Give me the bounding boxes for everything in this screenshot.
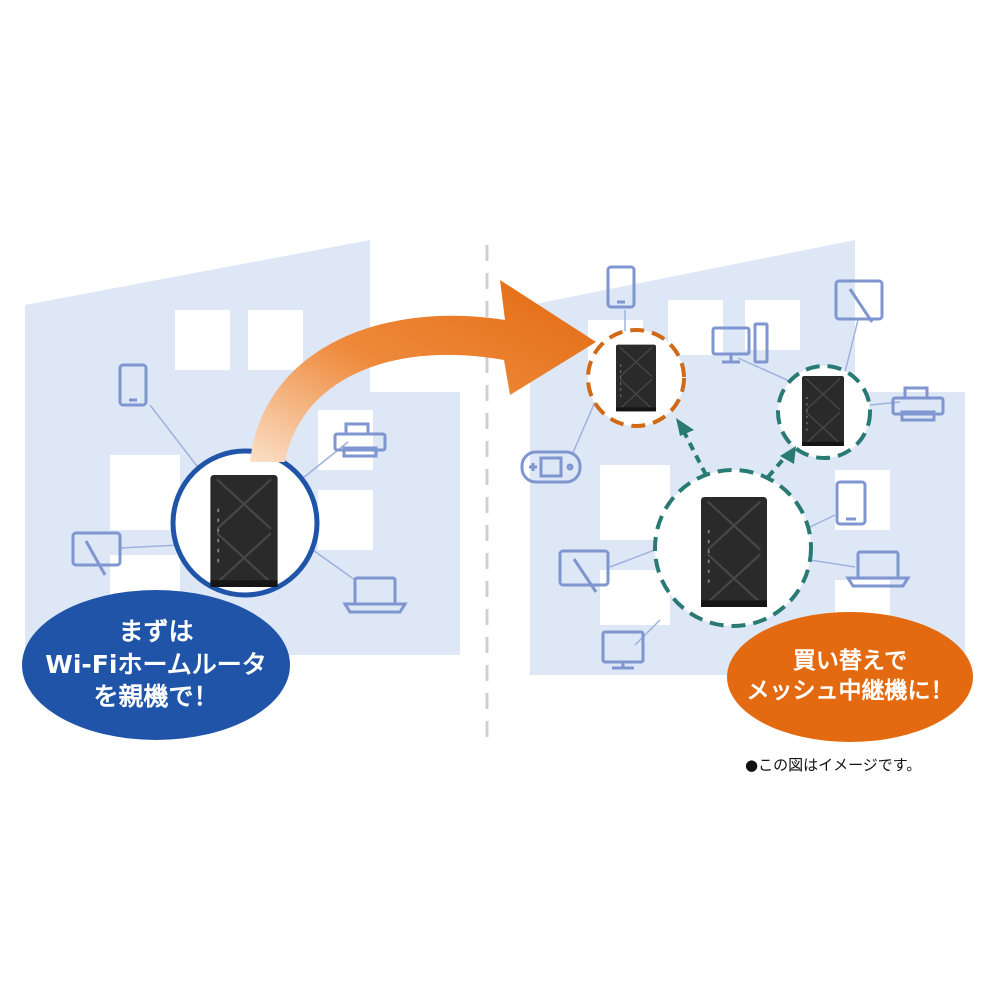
pen-tablet-icon	[834, 279, 884, 323]
right-callout-line-2: メッシュ中継機に！	[746, 678, 954, 704]
game-console-icon	[520, 450, 582, 484]
mesh-link-arrows	[676, 418, 796, 479]
left-callout-line-1: まずは	[118, 617, 194, 647]
right-callout-line-1: 買い替えで	[792, 648, 908, 675]
mesh-parent-router-icon	[699, 497, 769, 607]
laptop-icon	[342, 576, 408, 614]
left-callout-line-3: を親機で！	[93, 682, 219, 712]
printer-icon	[333, 422, 387, 458]
desktop-pc-icon	[711, 322, 769, 364]
laptop-icon	[845, 550, 911, 588]
right-callout: 買い替えで メッシュ中継機に！	[727, 612, 973, 742]
tablet-icon	[606, 265, 636, 309]
image-note: ●この図はイメージです。	[745, 756, 922, 774]
upgrade-arrow-icon	[250, 280, 596, 462]
mesh-repeater-icon	[616, 344, 656, 412]
tablet-icon	[118, 363, 148, 407]
pen-tablet-icon	[558, 549, 610, 593]
left-callout-line-2: Wi-Fiホームルータ	[45, 649, 267, 679]
tablet-icon	[835, 480, 867, 526]
left-callout: まずは Wi-Fiホームルータ を親機で！	[22, 590, 290, 740]
mesh-repeater-icon	[801, 376, 845, 446]
printer-icon	[891, 386, 945, 422]
left-connection-lines	[119, 404, 356, 581]
monitor-icon	[601, 630, 645, 670]
wifi-router-icon	[209, 475, 279, 587]
pen-tablet-icon	[71, 531, 122, 576]
